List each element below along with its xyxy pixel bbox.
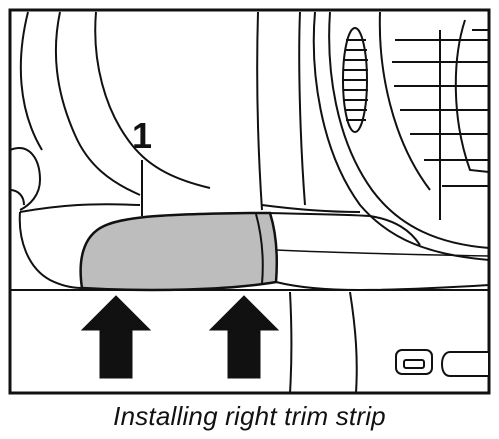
figure-caption: Installing right trim strip [113,401,386,431]
push-arrow-left [80,295,152,379]
dashboard-panel [9,11,361,289]
push-arrow-right [208,295,280,379]
callout-number: 1 [132,115,152,156]
trim-strip [79,211,490,292]
push-arrows [80,295,280,379]
part-callout: 1 [132,115,152,216]
lower-console [10,289,490,394]
trim-strip-diagram: 1 [8,8,491,395]
illustration: 1 [8,8,491,395]
air-vent [312,11,490,261]
